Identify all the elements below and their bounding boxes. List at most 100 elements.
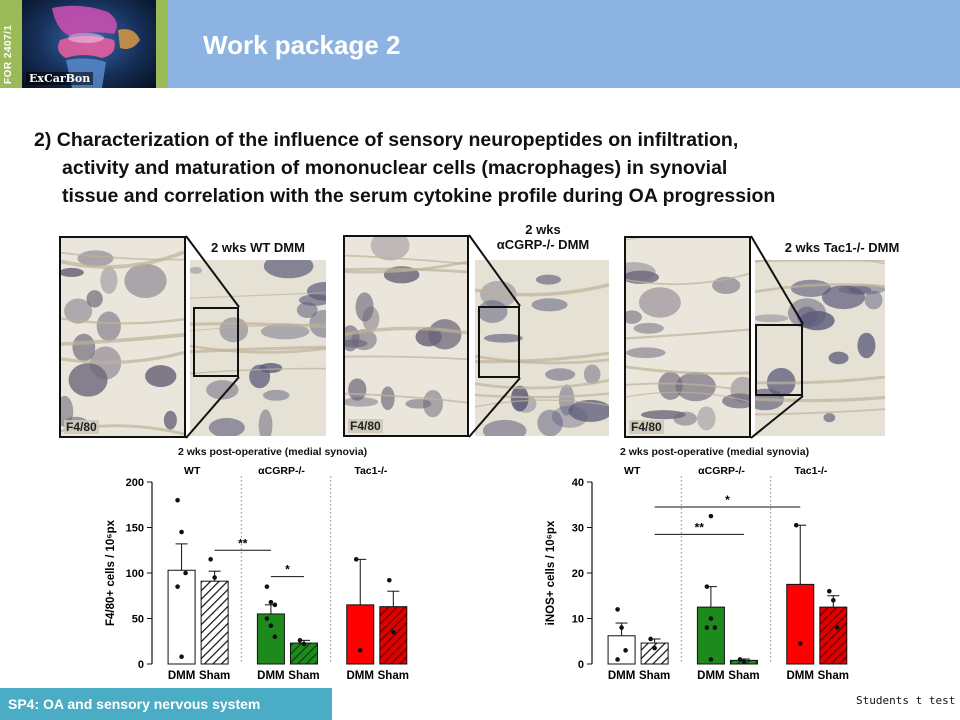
data-point	[264, 584, 270, 589]
x-tick-label: DMM	[257, 670, 284, 682]
data-point	[708, 513, 714, 519]
footer-section-label: SP4: OA and sensory nervous system	[0, 688, 332, 720]
slide-footer: SP4: OA and sensory nervous system	[0, 688, 960, 720]
y-tick-label: 150	[126, 523, 144, 535]
data-point	[835, 625, 840, 630]
x-tick-label: DMM	[697, 670, 724, 682]
data-point	[708, 657, 714, 662]
data-point	[179, 529, 184, 535]
data-point	[301, 641, 307, 647]
heading-line-2: activity and maturation of mononuclear c…	[62, 157, 728, 179]
data-point	[831, 598, 836, 603]
group-label: αCGRP-/-	[258, 465, 305, 477]
x-tick-label: DMM	[608, 670, 635, 682]
x-tick-label: DMM	[168, 670, 195, 682]
y-tick-label: 50	[132, 614, 144, 626]
data-point	[704, 625, 710, 630]
bar	[819, 606, 848, 665]
significance-label: *	[725, 493, 730, 507]
data-point	[387, 577, 392, 583]
group-label: Tac1-/-	[794, 465, 828, 477]
section-heading: 2) Characterization of the influence of …	[34, 126, 944, 210]
data-point	[268, 599, 274, 605]
data-point	[208, 557, 213, 562]
data-point	[264, 616, 270, 621]
data-point	[353, 557, 359, 562]
significance-label: **	[695, 520, 705, 534]
x-tick-label: Sham	[728, 670, 759, 682]
stats-note: Students t test	[856, 694, 956, 707]
header-accent-strip	[0, 0, 22, 88]
x-tick-label: DMM	[787, 670, 814, 682]
histology-overview-image: F4/80	[624, 236, 751, 438]
data-point	[615, 607, 620, 612]
bar	[696, 606, 725, 665]
stain-label: F4/80	[64, 420, 99, 434]
data-point	[619, 625, 624, 630]
data-point	[268, 623, 274, 629]
x-tick-label: DMM	[347, 670, 374, 682]
data-point	[741, 659, 747, 665]
heading-line-3: tissue and correlation with the serum cy…	[62, 185, 776, 207]
y-tick-label: 0	[138, 659, 144, 671]
data-point	[623, 648, 628, 653]
panel-label: 2 wks WT DMM	[211, 240, 305, 255]
group-label: αCGRP-/-	[698, 465, 745, 477]
group-label: WT	[624, 465, 641, 477]
bar	[256, 613, 285, 665]
x-tick-label: Sham	[639, 670, 670, 682]
y-tick-label: 200	[126, 477, 144, 489]
logo-wordmark: ExCarBon	[26, 72, 94, 85]
data-point	[737, 657, 743, 662]
y-tick-label: 20	[572, 568, 584, 580]
bar	[167, 569, 196, 665]
data-point	[297, 638, 303, 643]
stain-label: F4/80	[348, 419, 383, 433]
data-point	[615, 657, 620, 662]
x-tick-label: Sham	[288, 670, 319, 682]
data-point	[179, 654, 184, 660]
heading-line-1: 2) Characterization of the influence of …	[34, 129, 739, 151]
excarbon-logo: ExCarBon	[22, 0, 156, 88]
data-point	[391, 629, 396, 635]
bar	[607, 635, 636, 665]
data-point	[212, 575, 217, 580]
group-label: WT	[184, 465, 201, 477]
data-point	[272, 602, 278, 608]
chart-1-title: 2 wks post-operative (medial synovia)	[178, 446, 368, 458]
bar	[786, 583, 815, 665]
data-point	[357, 648, 363, 653]
y-axis-label: F4/80+ cells / 10⁶px	[105, 519, 117, 626]
data-point	[712, 625, 718, 630]
x-tick-label: Sham	[818, 670, 849, 682]
x-tick-label: Sham	[378, 670, 409, 682]
data-point	[652, 645, 657, 651]
chart-2-title: 2 wks post-operative (medial synovia)	[620, 446, 810, 458]
stain-label: F4/80	[629, 420, 664, 434]
page-title: Work package 2	[203, 30, 401, 60]
bar	[200, 580, 229, 665]
panel-label: 2 wks Tac1-/- DMM	[784, 240, 900, 255]
header-divider	[156, 0, 168, 88]
group-label: Tac1-/-	[354, 465, 388, 477]
y-tick-label: 30	[572, 523, 584, 535]
slide-header: FOR 2407/1 ExCarBon Work package 2	[0, 0, 960, 88]
data-point	[704, 584, 710, 589]
bar	[346, 604, 375, 665]
data-point	[708, 616, 714, 621]
significance-label: **	[238, 536, 248, 550]
zoom-region-box	[755, 324, 803, 396]
y-axis-label: iNOS+ cells / 10⁶px	[545, 520, 557, 625]
significance-label: *	[285, 563, 290, 577]
data-point	[272, 634, 278, 639]
zoom-region-box	[193, 307, 239, 377]
histology-overview-image: F4/80	[59, 236, 186, 438]
data-point	[793, 522, 799, 528]
y-tick-label: 10	[572, 614, 584, 626]
data-point	[175, 584, 180, 589]
x-tick-label: Sham	[199, 670, 230, 682]
project-tag: FOR 2407/1	[3, 24, 14, 84]
